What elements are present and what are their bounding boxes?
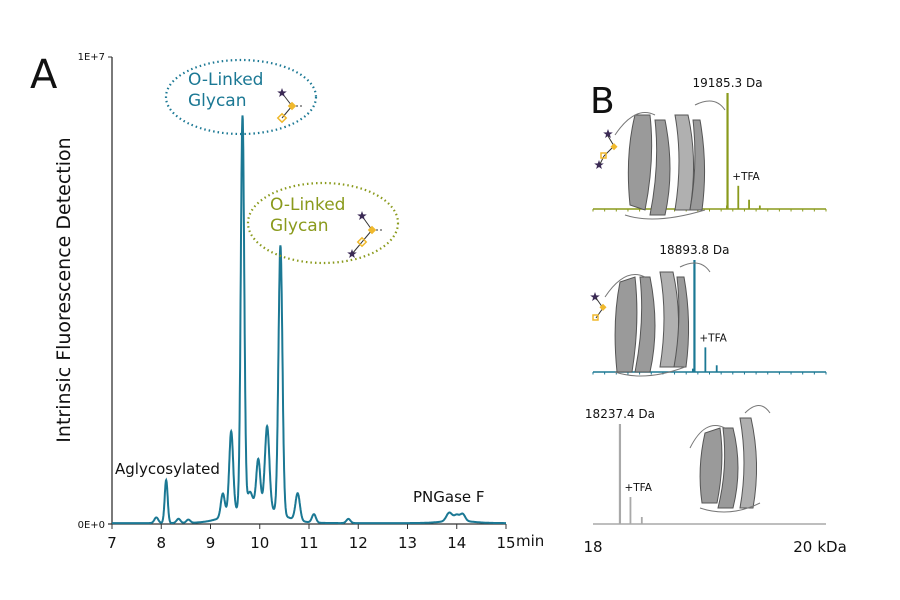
- glycan-label-2-box: O-Linked Glycan: [270, 195, 346, 236]
- star-icon: [594, 160, 604, 169]
- peak-mass-label: 18237.4 Da: [585, 407, 655, 421]
- glycan-icon-2: [347, 211, 382, 258]
- glycan-callout-1: [164, 58, 318, 136]
- annotation-aglycosylated: Aglycosylated: [115, 460, 220, 478]
- x-tick-label-20: 20 kDa: [793, 538, 847, 556]
- spectrum-bottom: 18237.4 Da +TFA: [585, 407, 826, 525]
- x-tick-label: 12: [349, 534, 368, 552]
- glycan-callout-2: [246, 181, 400, 265]
- peak-mass-label: 19185.3 Da: [693, 76, 763, 90]
- spectrum-top: 19185.3 Da +TFA: [592, 76, 827, 212]
- peak-mass-label: 18893.8 Da: [659, 243, 729, 257]
- x-tick-label: 15: [496, 534, 515, 552]
- x-tick-label-18: 18: [583, 538, 602, 556]
- star-icon: [357, 211, 367, 220]
- tfa-adduct-label: +TFA: [624, 482, 652, 494]
- x-tick-label: 7: [107, 534, 117, 552]
- panel-label-b: B: [590, 81, 615, 122]
- x-tick-label: 10: [250, 534, 269, 552]
- annotation-pngase: PNGase F: [413, 488, 485, 506]
- x-axis-unit: min: [516, 532, 544, 550]
- protein-structure-top: [614, 100, 726, 220]
- protein-structure-bottom: [689, 405, 771, 513]
- tfa-adduct-label: +TFA: [699, 332, 727, 344]
- x-tick-label: 11: [299, 534, 318, 552]
- star-icon: [590, 292, 600, 301]
- glycan-icon-b-middle: [590, 292, 607, 321]
- glycan-label-1: O-Linked Glycan: [188, 70, 264, 111]
- y-axis-label: Intrinsic Fluorescence Detection: [53, 137, 75, 442]
- star-icon: [277, 88, 287, 97]
- glycan-icon-1: [276, 88, 302, 124]
- x-axis-unit-b: kDa: [817, 538, 846, 556]
- chromatogram-trace: [112, 115, 506, 525]
- protein-structure-middle: [604, 262, 711, 377]
- tfa-adduct-label: +TFA: [732, 171, 760, 183]
- panel-label-a: A: [30, 52, 58, 98]
- glycan-icon-b-top: [594, 129, 618, 169]
- x-tick-label: 14: [447, 534, 466, 552]
- x-tick-label: 13: [398, 534, 417, 552]
- x-tick-20-value: 20: [793, 538, 812, 556]
- x-tick-label: 9: [206, 534, 216, 552]
- y-tick-label-top: 1E+7: [78, 52, 105, 63]
- y-tick-label-bottom: 0E+0: [78, 520, 105, 531]
- x-tick-label: 8: [156, 534, 166, 552]
- glycan-label-1-box: O-Linked Glycan: [188, 70, 264, 111]
- glycan-label-2: O-Linked Glycan: [270, 195, 346, 236]
